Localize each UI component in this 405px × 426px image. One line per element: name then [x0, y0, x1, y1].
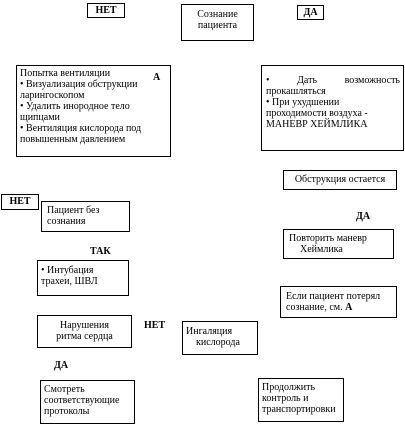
label-tak: ТАК	[90, 246, 111, 257]
protocols-line1: Смотреть	[44, 384, 85, 395]
protocols-line2: соответствующие	[44, 395, 120, 406]
label-no-mid: НЕТ	[144, 320, 166, 331]
intubation-line2: трахеи, ШВЛ	[41, 276, 98, 287]
continue-line3: транспортировки	[262, 404, 336, 415]
protocols-line3: протоколы	[44, 406, 90, 417]
ventilation-item-1: • Визуализация обструкции ларингоскопом	[20, 79, 138, 101]
box-consciousness: Сознание пациента	[181, 4, 254, 41]
inhalation-line1: Ингаляция	[186, 326, 233, 337]
rhythm-line2: ритма сердца	[56, 331, 113, 342]
ventilation-marker-a: А	[153, 72, 161, 83]
label-yes-bottom: ДА	[54, 360, 69, 371]
intubation-line1: • Интубация	[41, 265, 94, 276]
box-cough: • Дать возможность прокашляться • При ух…	[261, 65, 404, 151]
unconscious-line2: сознания	[47, 216, 86, 227]
box-rhythm: Нарушения ритма сердца	[37, 315, 132, 348]
box-repeat-heimlich: Повторить маневр Хеймлика	[283, 229, 394, 259]
repeat-line1: Повторить маневр	[289, 233, 367, 244]
ventilation-item-2: • Удалить инородное тело щипцами	[20, 101, 130, 123]
consciousness-line1: Сознание	[197, 9, 238, 20]
continue-line2: контроль и	[262, 393, 309, 404]
consciousness-line2: пациента	[197, 20, 238, 31]
repeat-line2: Хеймлика	[300, 244, 343, 255]
box-protocols: Смотреть соответствующие протоколы	[40, 380, 135, 424]
label-no-left: НЕТ	[1, 194, 39, 210]
ventilation-title: Попытка вентиляции	[20, 68, 111, 79]
box-unconscious: Пациент без сознания	[41, 201, 130, 232]
lost-marker-a: А	[345, 302, 353, 313]
box-intubation: • Интубация трахеи, ШВЛ	[37, 260, 129, 296]
inhalation-line2: кислорода	[196, 337, 240, 348]
cough-item-2: • При ухудшении проходимости воздуха - М…	[266, 97, 368, 130]
box-obstruction: Обструкция остается	[283, 170, 397, 190]
rhythm-line1: Нарушения	[60, 320, 109, 331]
continue-line1: Продолжить	[262, 382, 316, 393]
unconscious-line1: Пациент без	[47, 205, 100, 216]
label-yes-right: ДА	[356, 211, 371, 222]
label-yes-top: ДА	[297, 5, 324, 20]
box-ventilation: Попытка вентиляции • Визуализация обстру…	[16, 65, 171, 157]
lost-text: Если пациент потерял сознание, см.	[286, 291, 381, 313]
cough-item-1: • Дать возможность прокашляться	[266, 75, 400, 97]
label-no-top: НЕТ	[87, 3, 125, 18]
ventilation-item-3: • Вентиляция кислорода под повышенным да…	[20, 123, 142, 145]
box-lost-consciousness: Если пациент потерял сознание, см. А	[280, 286, 397, 318]
box-inhalation: Ингаляция кислорода	[182, 321, 258, 355]
box-continue: Продолжить контроль и транспортировки	[258, 378, 344, 422]
